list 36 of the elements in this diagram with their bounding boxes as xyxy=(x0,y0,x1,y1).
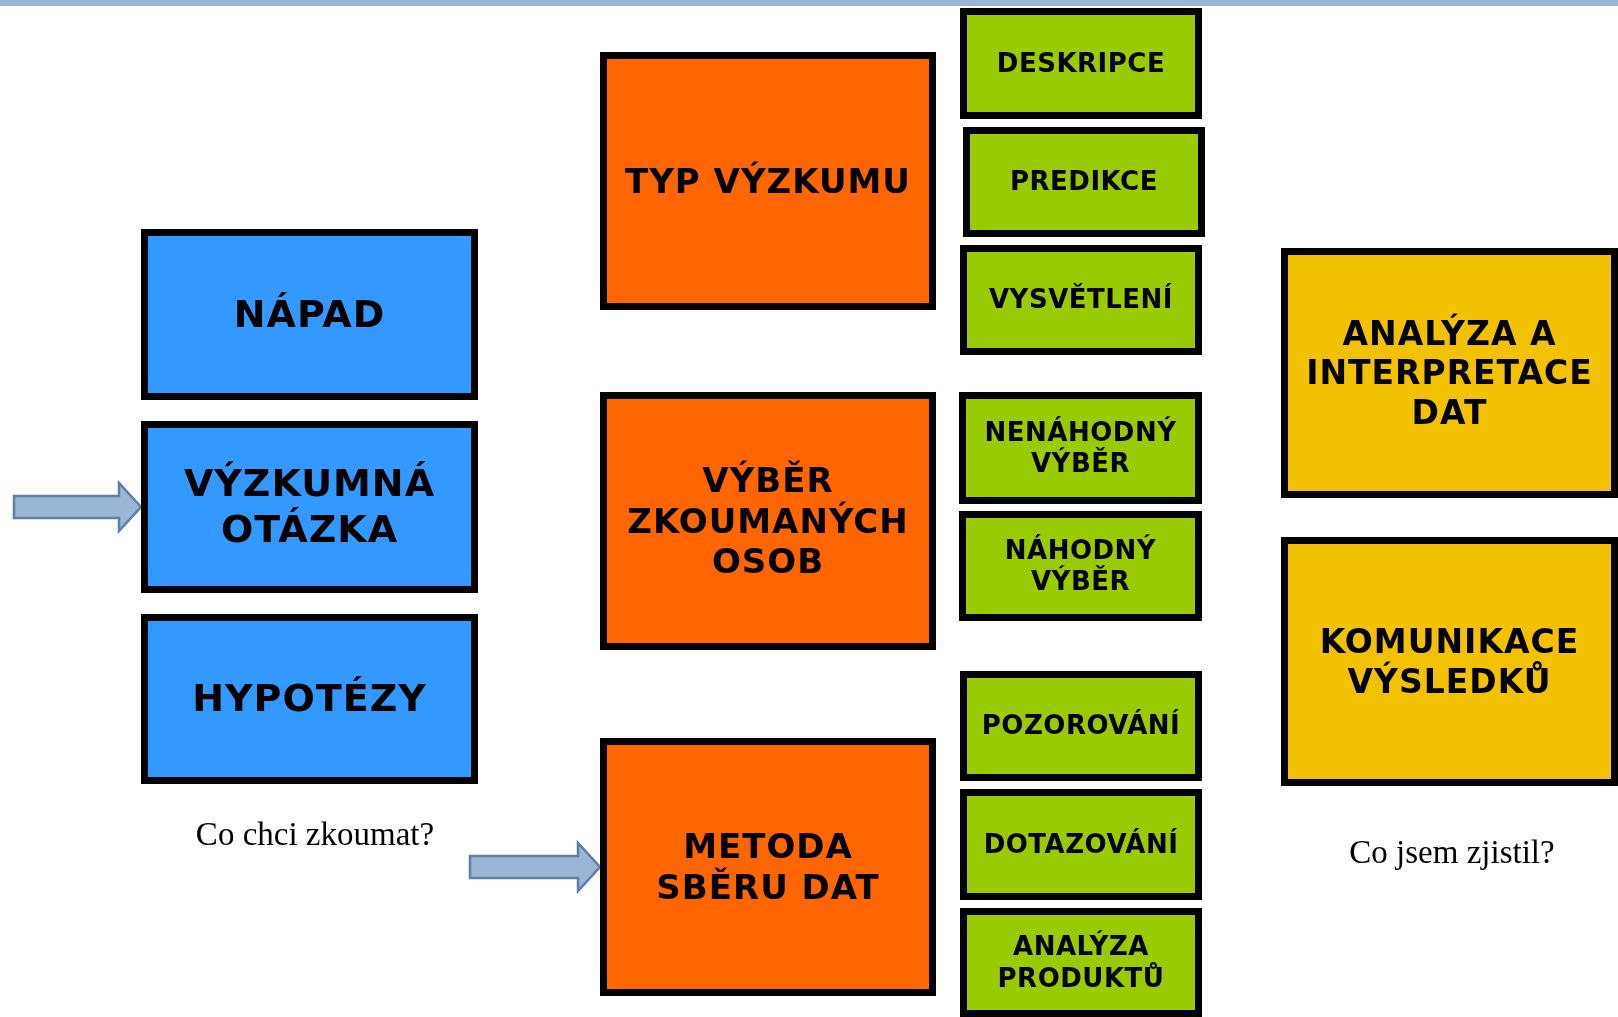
step-label: ANALÝZA PRODUKTŮ xyxy=(996,931,1166,994)
step-box xyxy=(141,229,478,400)
step-label: NENÁHODNÝ VÝBĚR xyxy=(983,416,1178,480)
step-box xyxy=(141,421,478,593)
step-label: VYSVĚTLENÍ xyxy=(988,284,1174,316)
step-box xyxy=(1281,537,1618,786)
step-box xyxy=(600,52,936,310)
step-label: HYPOTÉZY xyxy=(192,676,427,722)
step-box xyxy=(959,511,1202,621)
step-box xyxy=(959,392,1202,504)
step-box xyxy=(1281,248,1618,498)
step-label: KOMUNIKACE VÝSLEDKŮ xyxy=(1318,621,1581,702)
step-label: PREDIKCE xyxy=(1010,166,1158,198)
step-label: NÁPAD xyxy=(233,291,386,338)
step-box xyxy=(600,738,936,996)
step-box xyxy=(141,614,478,784)
step-label: POZOROVÁNÍ xyxy=(981,710,1181,742)
step-label: DOTAZOVÁNÍ xyxy=(983,828,1179,861)
step-box xyxy=(960,245,1202,355)
step-box xyxy=(960,789,1202,900)
step-box xyxy=(960,908,1202,1017)
step-label: METODA SBĚRU DAT xyxy=(655,826,881,908)
note: Co chci zkoumat? xyxy=(195,816,435,853)
step-label: VÝZKUMNÁ OTÁZKA xyxy=(182,461,437,553)
step-box xyxy=(600,392,936,650)
step-label: ANALÝZA A INTERPRETACE DAT xyxy=(1305,313,1594,433)
step-label: DESKRIPCE xyxy=(996,47,1166,80)
block-arrow xyxy=(12,479,143,535)
step-box xyxy=(963,127,1205,237)
block-arrow xyxy=(468,839,602,895)
step-label: NÁHODNÝ VÝBĚR xyxy=(1003,534,1158,598)
step-box xyxy=(960,8,1202,119)
step-label: VÝBĚR ZKOUMANÝCH OSOB xyxy=(626,459,910,583)
note: Co jsem zjistil? xyxy=(1349,834,1555,871)
step-label: TYP VÝZKUMU xyxy=(625,160,911,202)
step-box xyxy=(960,671,1202,781)
